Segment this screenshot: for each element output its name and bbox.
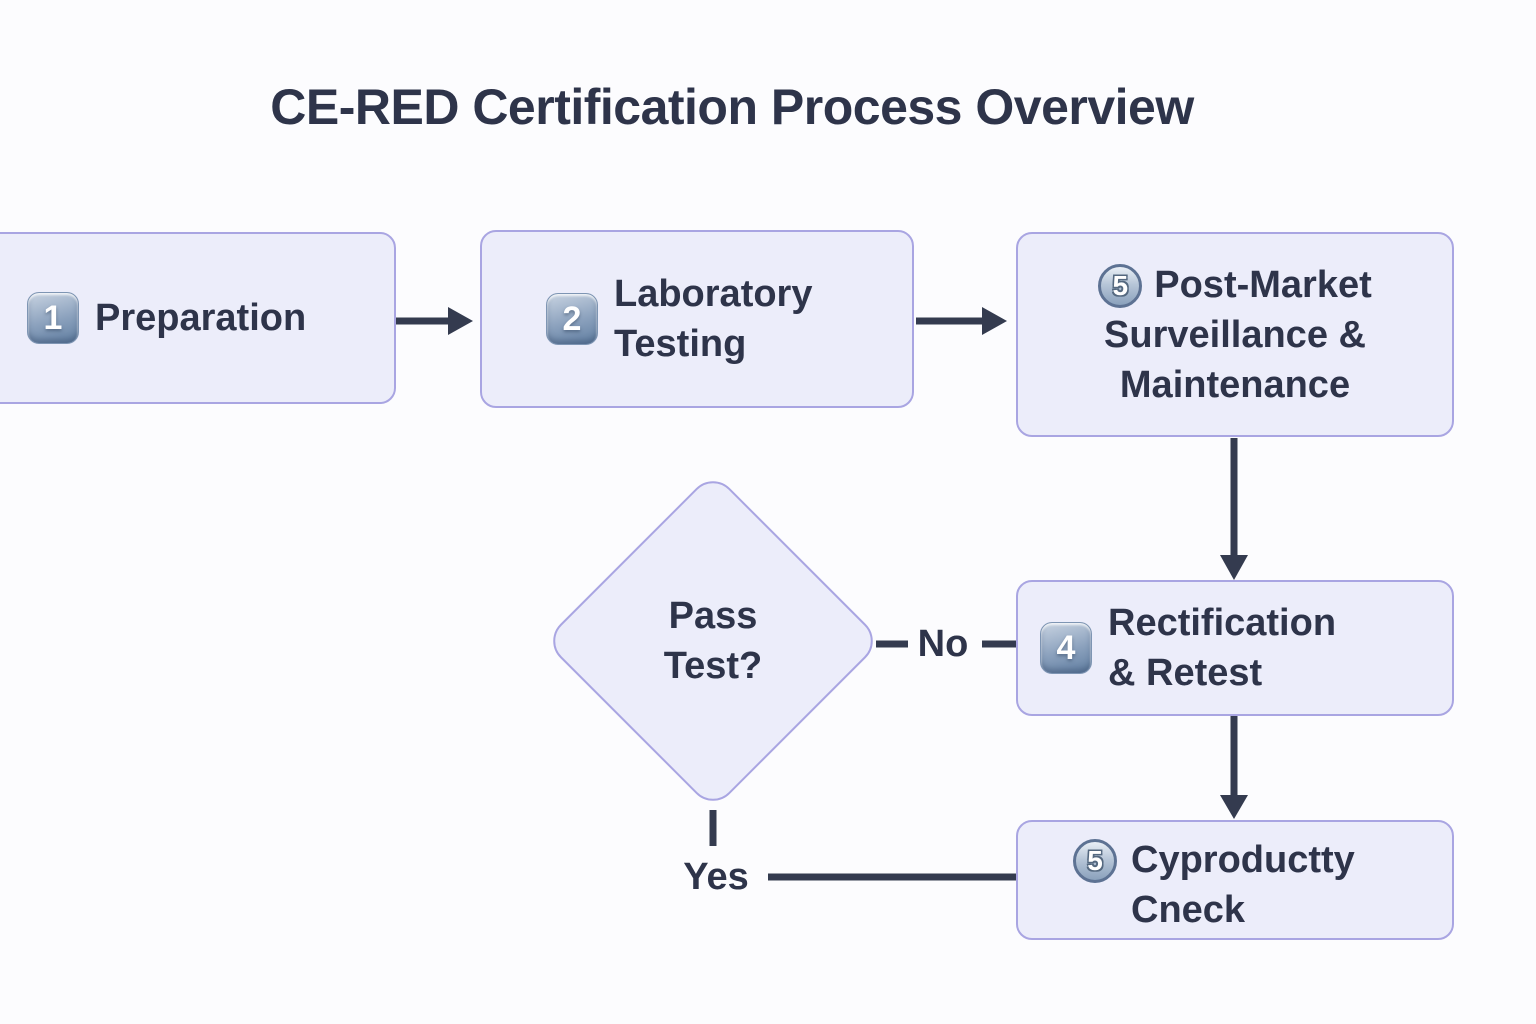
node-laboratory-testing-label: Laboratory Testing [614,273,813,365]
decision-pass-test-label: Pass Test? [663,595,763,687]
step-5-check-badge-icon: 5 [1073,839,1117,883]
node-rectification-retest: 4 Rectification & Retest [1016,580,1454,716]
node-product-check-label: Cyproductty Cneck [1131,839,1355,931]
yes-branch-label: Yes [683,856,749,898]
node-product-check: 5 Cyproductty Cneck [1016,820,1454,940]
page-title: CE-RED Certification Process Overview [270,79,1194,135]
step-2-badge-icon: 2 [546,293,598,345]
arrowhead-rect-to-check [1220,795,1248,819]
arrowhead-prep-to-lab [448,307,473,335]
step-4-badge-icon: 4 [1040,622,1092,674]
no-branch-label: No [917,623,969,665]
step-5-badge-icon: 5 [1098,264,1143,309]
node-preparation: 1 Preparation [0,232,396,404]
arrowhead-lab-to-postmarket [982,307,1007,335]
node-rectification-retest-label: Rectification & Retest [1108,602,1337,694]
node-laboratory-testing: 2 Laboratory Testing [480,230,914,408]
node-post-market-line-2: Surveillance & [1104,313,1366,356]
node-post-market-line-1: 5 Post-Market [1018,260,1452,310]
node-post-market-label: Post-Market [1154,263,1372,306]
arrowhead-postmarket-to-rect [1220,555,1248,580]
node-post-market-surveillance: 5 Post-Market Surveillance & Maintenance [1016,232,1454,437]
node-post-market-line-3: Maintenance [1119,363,1351,406]
step-1-badge-icon: 1 [27,292,79,344]
node-preparation-label: Preparation [95,297,307,339]
